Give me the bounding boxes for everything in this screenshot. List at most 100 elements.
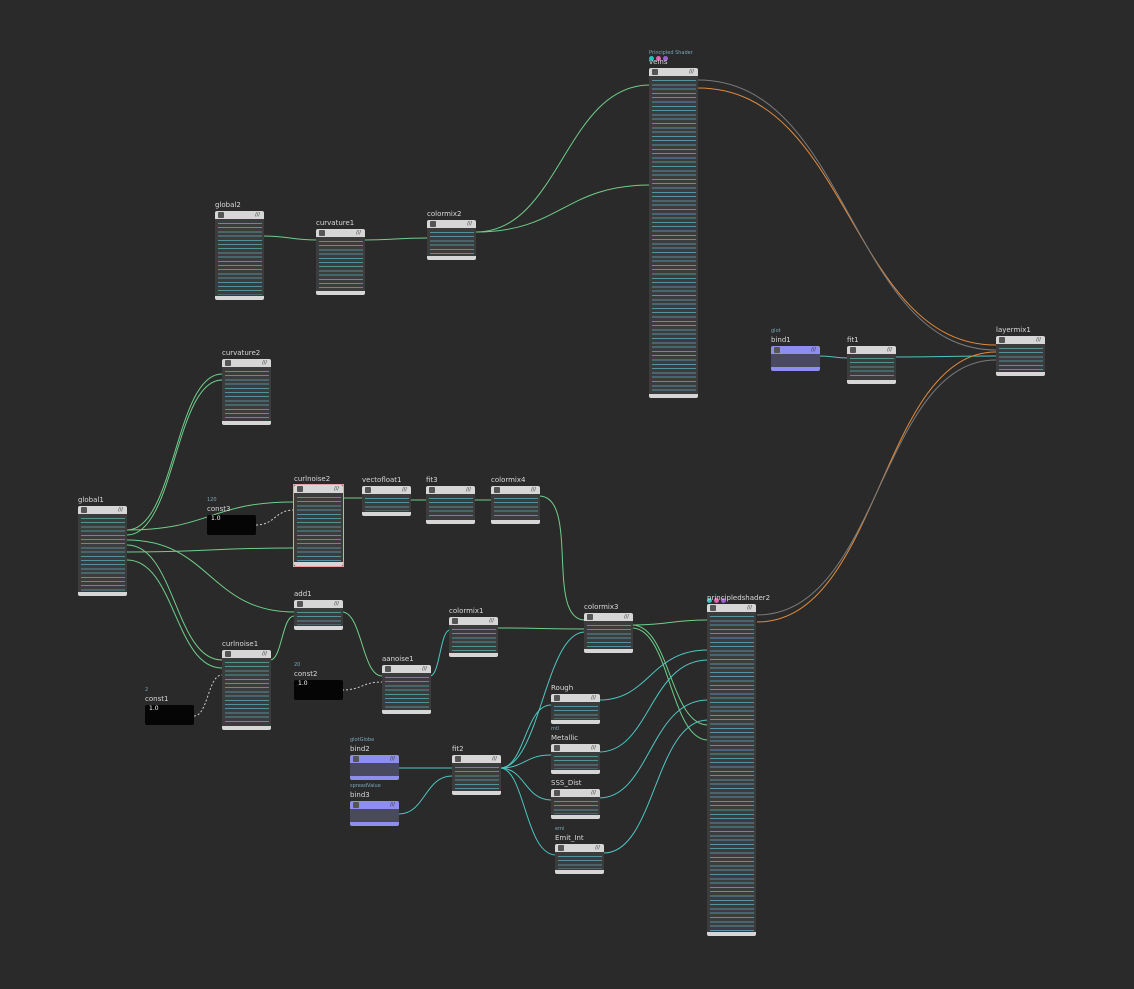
node-footer[interactable] (362, 512, 411, 516)
node-header[interactable]: /// (771, 346, 820, 354)
node-aanoise1[interactable]: aanoise1 /// (382, 655, 431, 714)
node-sss-dist[interactable]: SSS_Dist /// (551, 779, 600, 819)
node-const2[interactable]: 20 const2 1.0 (294, 662, 343, 700)
node-footer[interactable] (427, 256, 476, 260)
node-curlnoise1[interactable]: curlnoise1 /// (222, 640, 271, 730)
node-colormix1[interactable]: colormix1 /// (449, 607, 498, 657)
node-footer[interactable] (551, 770, 600, 774)
node-footer[interactable] (491, 520, 540, 524)
node-global2[interactable]: global2 /// (215, 201, 264, 300)
node-header[interactable]: /// (215, 211, 264, 219)
node-curvature1[interactable]: curvature1 /// (316, 219, 365, 295)
node-header[interactable]: /// (350, 755, 399, 763)
node-footer[interactable] (771, 367, 820, 371)
node-header[interactable]: /// (78, 506, 127, 514)
node-header[interactable]: /// (449, 617, 498, 625)
const-value: 1.0 (298, 680, 308, 687)
node-layermix1[interactable]: layermix1 /// (996, 326, 1045, 376)
node-title: curlnoise1 (222, 640, 259, 648)
node-const3[interactable]: 120 const3 1.0 (207, 497, 256, 535)
node-header[interactable]: /// (294, 485, 343, 493)
node-colormix4[interactable]: colormix4 /// (491, 476, 540, 524)
node-vectofloat1[interactable]: vectofloat1 /// (362, 476, 411, 516)
node-colormix2[interactable]: colormix2 /// (427, 210, 476, 260)
node-fit1[interactable]: fit1 /// (847, 336, 896, 384)
node-footer[interactable] (215, 296, 264, 300)
node-header[interactable]: /// (452, 755, 501, 763)
node-veins[interactable]: Principled Shader veins /// (649, 50, 698, 398)
node-bind2[interactable]: glotGlobe bind2 /// (350, 737, 399, 780)
node-footer[interactable] (649, 394, 698, 398)
node-fit2[interactable]: fit2 /// (452, 745, 501, 795)
node-footer[interactable] (350, 822, 399, 826)
node-footer[interactable] (222, 421, 271, 425)
node-global1[interactable]: global1 /// (78, 496, 127, 596)
parameter-icon (558, 845, 564, 851)
node-curvature2[interactable]: curvature2 /// (222, 349, 271, 425)
node-footer[interactable] (350, 776, 399, 780)
node-rough[interactable]: Rough /// (551, 684, 600, 724)
node-footer[interactable] (996, 372, 1045, 376)
node-header[interactable]: 1.0 (145, 705, 194, 713)
node-footer[interactable] (294, 562, 343, 566)
grip-icon: /// (623, 614, 629, 620)
node-header[interactable]: /// (584, 613, 633, 621)
node-footer[interactable] (316, 291, 365, 295)
wire-veins-layermix1 (697, 87, 997, 346)
wire-global2-curvature1 (261, 235, 319, 241)
node-header[interactable]: /// (316, 229, 365, 237)
node-footer[interactable] (551, 720, 600, 724)
node-footer[interactable] (222, 726, 271, 730)
node-header[interactable]: /// (847, 346, 896, 354)
node-footer[interactable] (449, 653, 498, 657)
node-header[interactable]: /// (551, 789, 600, 797)
node-add1[interactable]: add1 /// (294, 590, 343, 630)
node-header[interactable]: /// (426, 486, 475, 494)
node-header[interactable]: /// (551, 744, 600, 752)
node-header[interactable]: /// (551, 694, 600, 702)
node-footer[interactable] (382, 710, 431, 714)
wire-global1-curlnoise1-b (126, 559, 223, 669)
grip-icon: /// (389, 756, 395, 762)
node-header[interactable]: /// (294, 600, 343, 608)
wire-colormix3-ps2-b (631, 624, 709, 726)
node-header[interactable]: /// (350, 801, 399, 809)
node-bind1[interactable]: glot bind1 /// (771, 328, 820, 371)
node-footer[interactable] (207, 531, 256, 535)
node-footer[interactable] (584, 649, 633, 653)
node-header[interactable]: /// (362, 486, 411, 494)
node-header[interactable]: 1.0 (207, 515, 256, 523)
node-bind3[interactable]: spreadValue bind3 /// (350, 783, 399, 826)
node-footer[interactable] (551, 815, 600, 819)
node-header[interactable]: /// (707, 604, 756, 612)
node-metallic[interactable]: mtl Metallic /// (551, 726, 600, 774)
node-header[interactable]: /// (491, 486, 540, 494)
node-footer[interactable] (294, 626, 343, 630)
node-header[interactable]: /// (649, 68, 698, 76)
wire-rough-ps2 (598, 649, 709, 701)
node-header[interactable]: /// (222, 359, 271, 367)
grip-icon: /// (590, 790, 596, 796)
node-footer[interactable] (145, 721, 194, 725)
node-header[interactable]: /// (222, 650, 271, 658)
node-curlnoise2[interactable]: curlnoise2 /// (293, 475, 344, 567)
parameter-icon (554, 790, 560, 796)
node-emit-int[interactable]: emi Emit_Int /// (555, 826, 604, 874)
node-header[interactable]: /// (996, 336, 1045, 344)
node-footer[interactable] (707, 932, 756, 936)
node-const1[interactable]: 2 const1 1.0 (145, 687, 194, 725)
node-footer[interactable] (847, 380, 896, 384)
node-header[interactable]: 1.0 (294, 680, 343, 688)
node-principledshader2[interactable]: principledshader2 /// (707, 594, 770, 936)
node-header[interactable]: /// (382, 665, 431, 673)
node-parameter-list (430, 230, 474, 255)
node-footer[interactable] (426, 520, 475, 524)
node-footer[interactable] (452, 791, 501, 795)
node-header[interactable]: /// (555, 844, 604, 852)
node-footer[interactable] (294, 696, 343, 700)
node-colormix3[interactable]: colormix3 /// (584, 603, 633, 653)
node-footer[interactable] (78, 592, 127, 596)
node-fit3[interactable]: fit3 /// (426, 476, 475, 524)
node-footer[interactable] (555, 870, 604, 874)
node-header[interactable]: /// (427, 220, 476, 228)
